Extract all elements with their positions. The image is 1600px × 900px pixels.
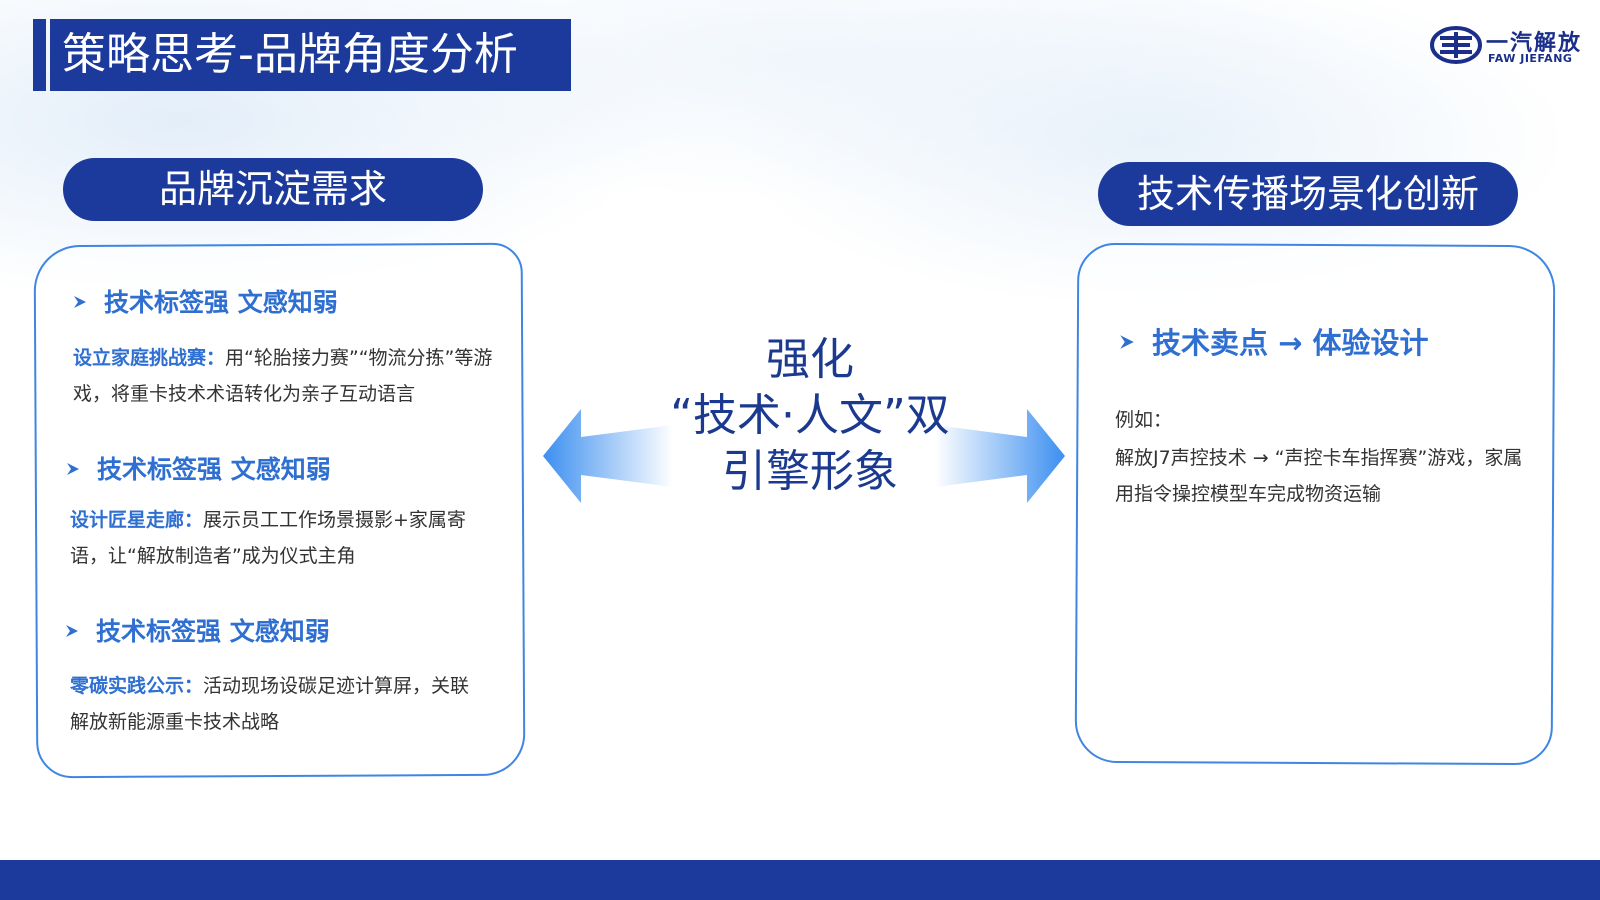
title-accent-bar bbox=[33, 19, 46, 91]
left-section-heading: 技术标签强 文感知弱 bbox=[64, 612, 330, 648]
chevron-right-icon bbox=[74, 296, 86, 308]
chevron-right-icon bbox=[1120, 335, 1134, 349]
left-section-lead: 设立家庭挑战赛： bbox=[73, 347, 226, 369]
page-title: 策略思考-品牌角度分析 bbox=[50, 19, 571, 91]
double-arrow-right-icon bbox=[935, 409, 1065, 503]
left-section-heading: 技术标签强 文感知弱 bbox=[65, 450, 331, 486]
left-section-heading-text: 技术标签强 文感知弱 bbox=[97, 455, 331, 484]
left-section-heading-text: 技术标签强 文感知弱 bbox=[104, 288, 338, 317]
faw-emblem-icon bbox=[1430, 26, 1482, 64]
right-section-heading: 技术卖点 → 体验设计 bbox=[1118, 320, 1429, 362]
faw-jiefang-logo: 一汽解放 FAW JIEFANG bbox=[1430, 25, 1582, 69]
left-section-lead: 设计匠星走廊： bbox=[70, 509, 204, 531]
brand-demand-pill: 品牌沉淀需求 bbox=[63, 158, 483, 221]
center-slogan-line: 强化 bbox=[766, 334, 854, 385]
center-slogan-line: “技术·人文”双 bbox=[670, 390, 950, 441]
left-section-text: 用“轮胎接力赛”“物流分拣”等游戏，将重卡技术术语转化为亲子互动语言 bbox=[73, 347, 493, 405]
left-section-body: 零碳实践公示：活动现场设碳足迹计算屏，关联解放新能源重卡技术战略 bbox=[70, 668, 485, 740]
chevron-right-icon bbox=[67, 463, 79, 475]
left-section-body: 设计匠星走廊：展示员工工作场景摄影+家属寄语，让“解放制造者”成为仪式主角 bbox=[70, 502, 495, 574]
chevron-right-icon bbox=[66, 625, 78, 637]
logo-english-text: FAW JIEFANG bbox=[1488, 52, 1573, 65]
left-section-heading-text: 技术标签强 文感知弱 bbox=[96, 617, 330, 646]
left-section-body: 设立家庭挑战赛：用“轮胎接力赛”“物流分拣”等游戏，将重卡技术术语转化为亲子互动… bbox=[73, 340, 513, 412]
example-label: 例如： bbox=[1115, 409, 1173, 431]
left-section-text: 展示员工工作场景摄影+家属寄语，让“解放制造者”成为仪式主角 bbox=[70, 509, 466, 567]
right-section-heading-text: 技术卖点 → 体验设计 bbox=[1152, 326, 1429, 360]
center-slogan: 强化 “技术·人文”双 引擎形象 bbox=[650, 332, 970, 500]
left-section-text: 活动现场设碳足迹计算屏，关联解放新能源重卡技术战略 bbox=[70, 675, 470, 733]
double-arrow-left-icon bbox=[543, 409, 673, 503]
left-section-heading: 技术标签强 文感知弱 bbox=[72, 283, 338, 319]
logo-chinese-text: 一汽解放 bbox=[1486, 31, 1583, 56]
center-slogan-line: 引擎形象 bbox=[722, 446, 898, 497]
footer-bar bbox=[0, 860, 1600, 900]
example-body: 解放J7声控技术 → “声控卡车指挥赛”游戏，家属用指令操控模型车完成物资运输 bbox=[1115, 447, 1523, 505]
left-section-lead: 零碳实践公示： bbox=[70, 675, 204, 697]
tech-innovation-pill: 技术传播场景化创新 bbox=[1098, 162, 1518, 226]
